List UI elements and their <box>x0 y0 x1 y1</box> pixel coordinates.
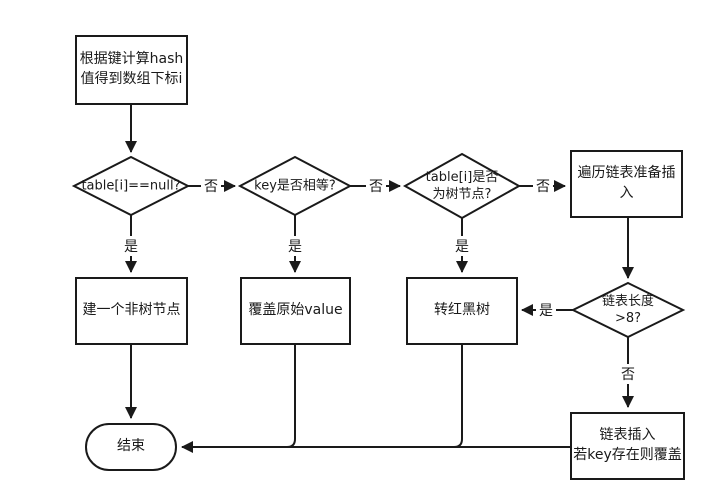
edge-label-len-no: 否 <box>618 364 638 384</box>
decision-check-length <box>570 281 686 339</box>
edge-rbtree-down <box>453 345 463 448</box>
node-list-insert: 链表插入 若key存在则覆盖 <box>570 412 685 480</box>
node-overwrite-value: 覆盖原始value <box>240 277 351 345</box>
decision-check-tree <box>402 152 522 220</box>
node-end: 结束 <box>85 423 177 471</box>
node-hash-calc: 根据键计算hash 值得到数组下标i <box>75 35 188 105</box>
edge-label-key-no: 否 <box>366 176 386 196</box>
node-traverse-list: 遍历链表准备插 入 <box>570 150 683 218</box>
edge-label-null-yes: 是 <box>121 236 141 256</box>
edge-label-null-no: 否 <box>201 176 221 196</box>
decision-check-null <box>71 155 191 217</box>
edge-overwrite-down <box>286 345 296 448</box>
decision-check-key <box>237 155 353 217</box>
edge-label-len-yes: 是 <box>536 300 556 320</box>
edge-label-tree-no: 否 <box>533 176 553 196</box>
node-to-rbtree: 转红黑树 <box>406 277 518 345</box>
node-create-node: 建一个非树节点 <box>75 277 188 345</box>
edge-label-tree-yes: 是 <box>452 236 472 256</box>
edge-label-key-yes: 是 <box>285 236 305 256</box>
